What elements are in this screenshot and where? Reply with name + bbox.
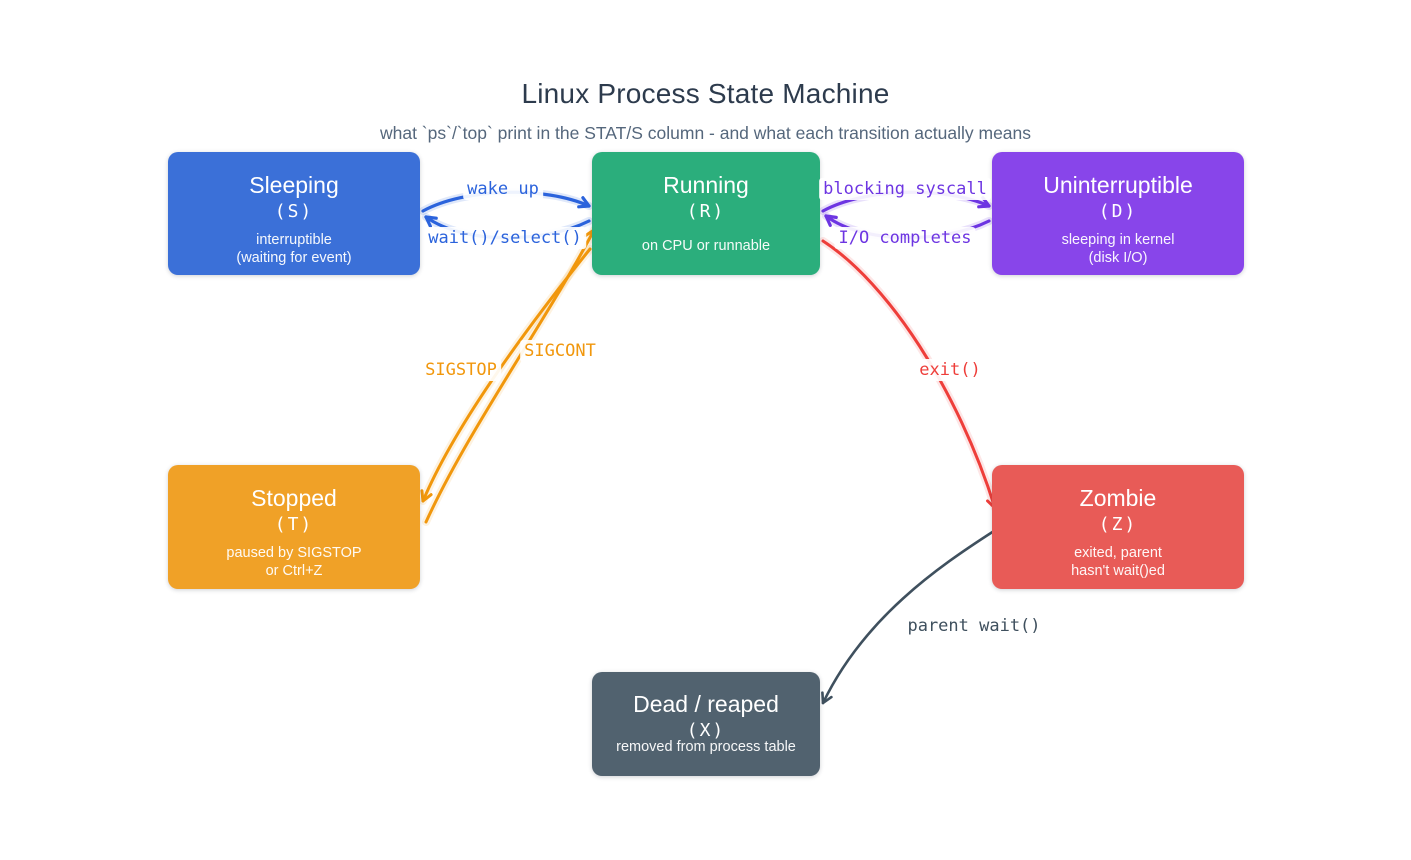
state-box-stopped: Stopped (T) paused by SIGSTOP or Ctrl+Z: [168, 465, 420, 589]
state-desc: on CPU or runnable: [641, 238, 771, 254]
arrow-parent-wait: [821, 529, 996, 705]
transition-label-sigcont: SIGCONT: [520, 340, 600, 362]
state-name: Stopped: [251, 485, 337, 511]
diagram-subtitle: what `ps`/`top` print in the STAT/S colu…: [379, 123, 1032, 143]
state-box-dead: Dead / reaped (X) removed from process t…: [592, 672, 820, 776]
transition-label-wait-select: wait()/select(): [424, 227, 586, 249]
state-desc: or Ctrl+Z: [265, 563, 323, 579]
state-code: (X): [686, 720, 726, 741]
transition-label-io-completes: I/O completes: [834, 227, 976, 249]
diagram-title: Linux Process State Machine: [521, 78, 890, 109]
transition-label-sigstop: SIGSTOP: [421, 359, 501, 381]
state-name: Dead / reaped: [633, 691, 779, 717]
state-box-sleeping: Sleeping (S) interruptible (waiting for …: [168, 152, 420, 275]
state-name: Zombie: [1079, 485, 1157, 511]
state-desc: (waiting for event): [236, 250, 352, 266]
state-code: (S): [274, 201, 314, 222]
transition-label-wake-up: wake up: [463, 178, 543, 200]
state-desc: (disk I/O): [1088, 250, 1148, 266]
transition-label-blocking-syscall: blocking syscall: [819, 178, 991, 200]
state-name: Running: [663, 172, 749, 198]
transition-label-exit: exit(): [915, 359, 985, 381]
state-code: (D): [1098, 201, 1138, 222]
state-box-zombie: Zombie (Z) exited, parent hasn't wait()e…: [992, 465, 1244, 589]
state-box-uninterruptible: Uninterruptible (D) sleeping in kernel (…: [992, 152, 1244, 275]
arrow-exit: [821, 239, 999, 510]
state-code: (Z): [1098, 514, 1138, 535]
state-desc: hasn't wait()ed: [1071, 563, 1165, 579]
state-desc: interruptible: [256, 232, 332, 248]
state-name: Sleeping: [249, 172, 339, 198]
state-desc: exited, parent: [1074, 545, 1162, 561]
state-code: (R): [686, 201, 726, 222]
arrow-sigcont: [424, 228, 596, 524]
state-desc: removed from process table: [616, 739, 796, 755]
transition-label-parent-wait: parent wait(): [903, 615, 1045, 637]
state-box-running: Running (R) on CPU or runnable: [592, 152, 820, 275]
state-name: Uninterruptible: [1043, 172, 1193, 198]
state-desc: paused by SIGSTOP: [226, 545, 362, 561]
state-desc: sleeping in kernel: [1061, 232, 1175, 248]
state-code: (T): [274, 514, 314, 535]
